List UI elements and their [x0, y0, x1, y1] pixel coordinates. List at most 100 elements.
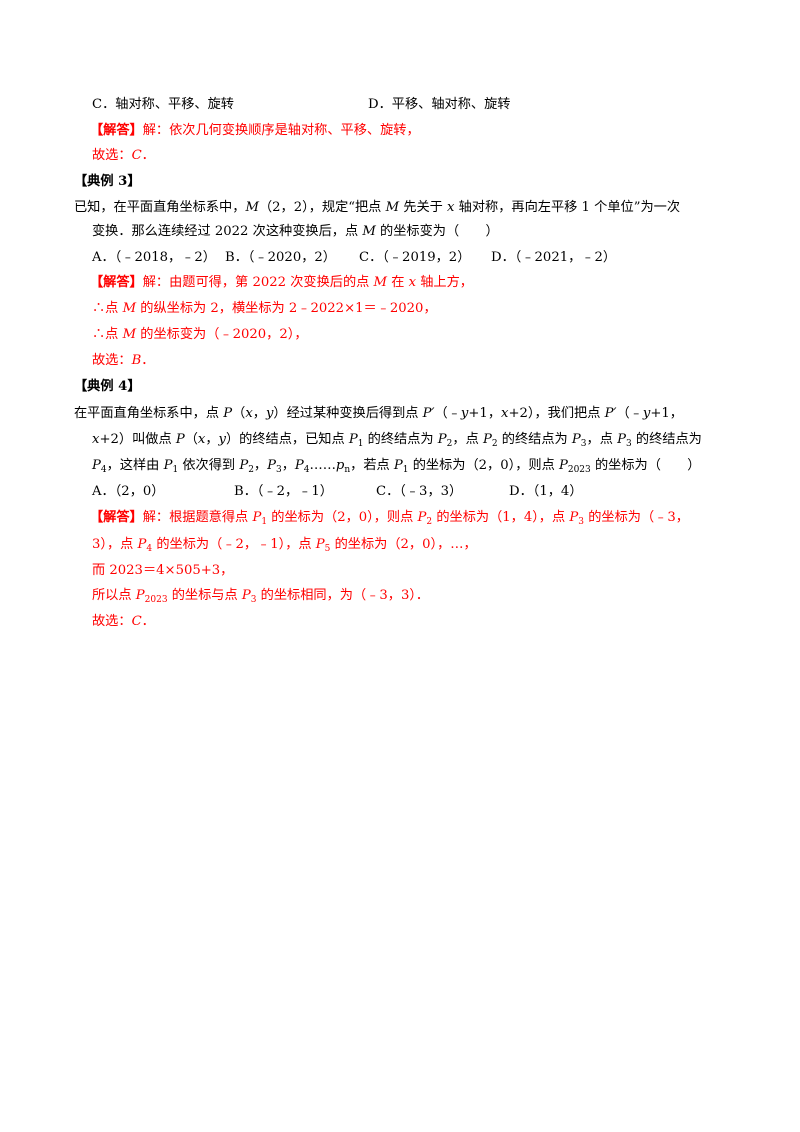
subscript: 4: [303, 465, 310, 475]
var-y: y: [460, 406, 469, 421]
ex4-question-line1: 在平面直角坐标系中，点 P（x，y）经过某种变换后得到点 P′（﹣y+1，x+2…: [74, 404, 683, 424]
ex2-choice: 故选：C．: [92, 146, 155, 166]
text: 的坐标与点: [167, 588, 242, 603]
ex4-choice: 故选：C．: [92, 612, 155, 632]
var-m: M: [122, 301, 137, 316]
answer-tag: 【解答】: [90, 123, 143, 138]
text: ∴点: [92, 327, 123, 342]
text: 在平面直角坐标系中，点: [74, 406, 224, 421]
text: （2，2），规定“把点: [258, 200, 386, 215]
var-p: P: [617, 432, 626, 447]
var-p: P: [137, 537, 147, 552]
text: 变换．那么连续经过 2022 次这种变换后，点: [92, 224, 363, 239]
ex4-answer-line3: 而 2023＝4×505+3，: [92, 563, 234, 578]
choice-period: ．: [141, 148, 155, 163]
var-p: P: [163, 458, 173, 473]
text: 已知，在平面直角坐标系中，: [74, 200, 246, 215]
text: （: [232, 406, 246, 421]
var-p: P: [252, 510, 262, 525]
text: ，若点: [350, 458, 394, 473]
subscript: 2: [426, 517, 433, 527]
var-x: x: [501, 406, 509, 421]
choice-letter: C: [131, 614, 142, 629]
ex3-option-c: C．（﹣2019，2）: [359, 250, 471, 265]
text: 所以点: [92, 588, 136, 603]
answer-tag: 【解答】: [90, 510, 143, 525]
ex4-answer-line2: 3），点 P4 的坐标为（﹣2，﹣1），点 P5 的坐标为（2，0），…，: [92, 535, 477, 555]
subscript: 2023: [567, 465, 591, 475]
text: ）的终结点，已知点: [225, 432, 349, 447]
text: 的坐标为（2，0），…，: [330, 537, 477, 552]
var-p: P: [135, 588, 145, 603]
subscript: 4: [100, 465, 107, 475]
text: ，: [252, 406, 266, 421]
var-p: P: [175, 432, 185, 447]
subscript: 2: [491, 439, 498, 449]
text: 的坐标相同，为（﹣3，3）．: [256, 588, 430, 603]
ex4-option-d: D．（1，4）: [509, 484, 583, 499]
ex4-heading: 【典例 4】: [74, 379, 141, 394]
subscript: 2: [248, 465, 254, 475]
text: （: [184, 432, 198, 447]
text: （﹣: [434, 406, 461, 421]
var-p: P: [241, 588, 251, 603]
var-p: P: [92, 458, 101, 473]
subscript: 1: [402, 465, 409, 475]
text: ，: [205, 432, 219, 447]
choice-letter: B: [131, 353, 142, 368]
var-p: P: [569, 510, 579, 525]
choice-letter: C: [131, 148, 142, 163]
var-p: P: [571, 432, 581, 447]
var-p: P: [294, 458, 304, 473]
ex3-option-d: D．（﹣2021，﹣2）: [491, 250, 617, 265]
text: 的终结点为: [363, 432, 438, 447]
ex2-option-d: D．平移、轴对称、旋转: [368, 97, 511, 112]
ex4-answer-line1: 【解答】解：根据题意得点 P1 的坐标为（2，0），则点 P2 的坐标为（1，4…: [90, 508, 689, 528]
text: 的坐标为（﹣3，: [584, 510, 689, 525]
var-y: y: [642, 406, 651, 421]
var-m: M: [373, 275, 388, 290]
ex4-question-line2: x+2）叫做点 P（x，y）的终结点，已知点 P1 的终结点为 P2，点 P2 …: [92, 430, 702, 450]
text: 的纵坐标为 2，横坐标为 2﹣2022×1＝﹣2020，: [136, 301, 437, 316]
ex3-question-line2: 变换．那么连续经过 2022 次这种变换后，点 M 的坐标变为（ ）: [92, 222, 499, 242]
ex4-question-line3: P4，这样由 P1 依次得到 P2，P3，P4……pn，若点 P1 的坐标为（2…: [92, 456, 700, 476]
subscript: 3: [625, 439, 632, 449]
ex3-option-a: A．（﹣2018，﹣2）: [92, 250, 216, 265]
var-x: x: [408, 275, 417, 290]
text: 轴上方，: [416, 275, 473, 290]
text: ，点: [452, 432, 483, 447]
subscript: n: [344, 465, 351, 475]
ex4-option-c: C．（﹣3，3）: [376, 484, 463, 499]
text: +2）叫做点: [99, 432, 176, 447]
var-p-lower: p: [335, 458, 345, 473]
var-x: x: [447, 200, 455, 215]
ex4-answer-line4: 所以点 P2023 的坐标与点 P3 的坐标相同，为（﹣3，3）．: [92, 586, 429, 606]
text: +2），我们把点: [508, 406, 605, 421]
var-p-prime: P′: [422, 406, 435, 421]
ex3-answer-line1: 【解答】解：由题可得，第 2022 次变换后的点 M 在 x 轴上方，: [90, 273, 473, 293]
var-m: M: [385, 200, 400, 215]
subscript: 4: [146, 544, 153, 554]
ex3-question-line1: 已知，在平面直角坐标系中，M（2，2），规定“把点 M 先关于 x 轴对称，再向…: [74, 198, 680, 218]
text: 的坐标变为（ ）: [375, 224, 499, 239]
choice-label: 故选：: [92, 614, 132, 629]
text: +1，: [468, 406, 502, 421]
var-p: P: [417, 510, 427, 525]
text: 的终结点为: [497, 432, 572, 447]
text: 解：由题可得，第 2022 次变换后的点: [142, 275, 374, 290]
subscript: 1: [172, 465, 179, 475]
text: ……: [309, 458, 336, 473]
text: ，: [253, 458, 268, 473]
ex3-options-row: A．（﹣2018，﹣2）B．（﹣2020，2）C．（﹣2019，2）D．（﹣20…: [92, 248, 616, 268]
ex4-option-a: A．（2，0）: [92, 484, 165, 499]
text: 的坐标为（2，0），则点: [267, 510, 418, 525]
var-p: P: [482, 432, 492, 447]
text: 在: [387, 275, 409, 290]
var-y: y: [265, 406, 274, 421]
ex4-option-b: B．（﹣2，﹣1）: [234, 484, 333, 499]
text: ）经过某种变换后得到点: [273, 406, 423, 421]
ex3-choice: 故选：B．: [92, 351, 154, 371]
text: 解：根据题意得点: [142, 510, 253, 525]
text: 的坐标为（2，0），则点: [408, 458, 559, 473]
